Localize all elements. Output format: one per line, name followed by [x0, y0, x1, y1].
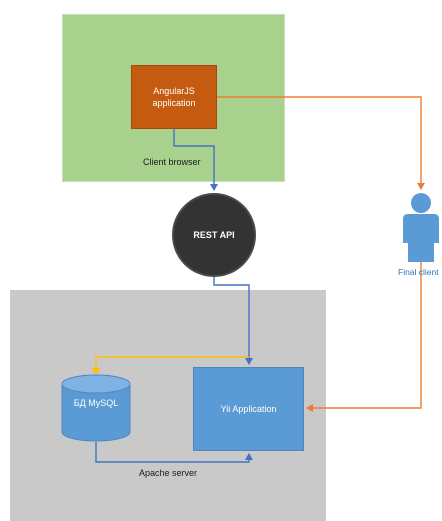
db-to-yii-arrow	[95, 442, 253, 463]
database-label: БД MySQL	[73, 398, 119, 408]
rest-api-label: REST API	[193, 230, 235, 240]
yii-to-db-arrow	[92, 356, 249, 375]
angular-to-rest-arrow	[173, 129, 218, 191]
yii-application-label: Yii Application	[220, 404, 277, 414]
angularjs-application-label: AngularJS application	[152, 86, 196, 108]
angular-to-client-arrow	[217, 96, 425, 190]
rest-to-yii-arrow	[213, 277, 253, 365]
apache-server-label: Apache server	[139, 468, 198, 478]
client-to-yii-arrow	[306, 262, 422, 412]
cylinder-database-icon	[61, 374, 131, 442]
final-client-label: Final client	[398, 267, 439, 277]
person-icon	[403, 193, 439, 262]
client-browser-label: Client browser	[143, 157, 201, 167]
angularjs-application-box: AngularJS application	[131, 65, 217, 129]
yii-application-box: Yii Application	[193, 367, 304, 451]
rest-api-node: REST API	[172, 193, 256, 277]
